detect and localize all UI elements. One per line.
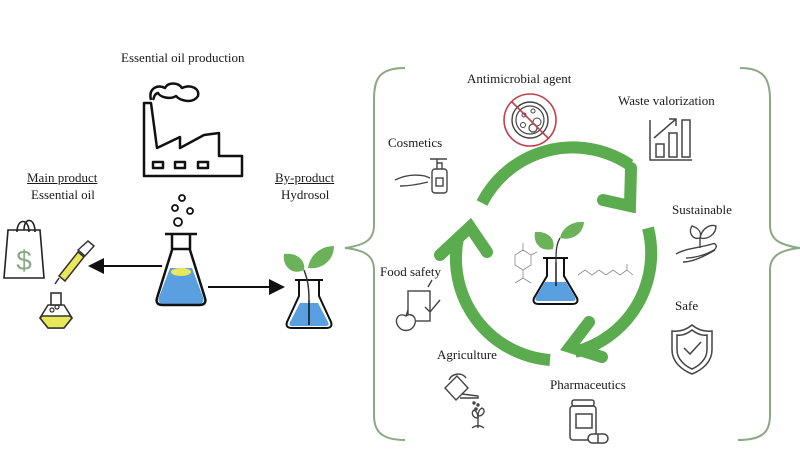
hand-sprout-icon (675, 224, 717, 263)
app-label-cosmetics: Cosmetics (388, 135, 443, 150)
diagram-title: Essential oil production (121, 50, 245, 65)
distillation-flask-icon (155, 194, 207, 307)
molecule-structure-left (514, 243, 538, 284)
svg-text:$: $ (16, 245, 32, 276)
center-flask-icon (532, 221, 584, 305)
growth-chart-icon (649, 118, 692, 161)
by-product-heading: By-product (275, 170, 335, 185)
right-brace (737, 67, 800, 441)
main-product-heading: Main product (27, 170, 98, 185)
essential-oil-bottle-icon (38, 292, 74, 329)
factory-icon (142, 82, 244, 178)
app-label-waste-valorization: Waste valorization (618, 93, 715, 108)
main-product-name: Essential oil (31, 187, 95, 202)
watering-can-icon (444, 373, 485, 429)
cycle-arrow-left (450, 236, 551, 366)
by-product-name: Hydrosol (281, 187, 330, 202)
app-label-antimicrobial: Antimicrobial agent (467, 71, 572, 86)
food-check-icon (395, 279, 441, 332)
hand-soap-icon (394, 158, 448, 194)
no-microbe-icon (503, 93, 557, 147)
cycle-arrows (434, 141, 658, 366)
cycle-arrow-top (476, 141, 634, 206)
app-label-safe: Safe (675, 298, 699, 313)
cycle-arrow-right-head (560, 316, 608, 363)
shopping-bag-icon: $ (3, 219, 45, 279)
cycle-arrow-left-head (434, 217, 493, 261)
hydrosol-flask-icon (283, 246, 334, 329)
pill-bottle-icon (569, 399, 609, 444)
app-label-food-safety: Food safety (380, 264, 442, 279)
cycle-arrow-top-head (597, 162, 637, 214)
shield-check-icon (671, 324, 713, 375)
app-label-pharmaceutics: Pharmaceutics (550, 377, 626, 392)
app-label-sustainable: Sustainable (672, 202, 732, 217)
left-brace (344, 67, 406, 441)
molecule-structure-right (577, 264, 634, 276)
cycle-arrow-right (573, 226, 658, 358)
dropper-icon (54, 240, 96, 285)
app-label-agriculture: Agriculture (437, 347, 497, 362)
